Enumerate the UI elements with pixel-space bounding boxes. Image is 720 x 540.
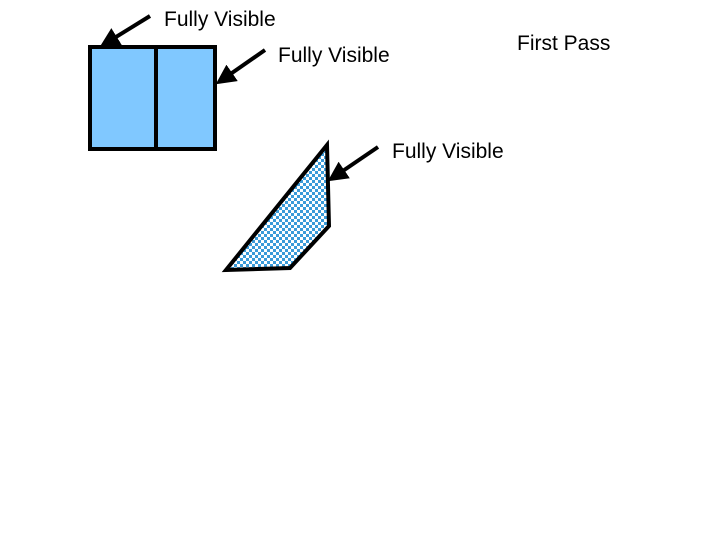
- arrow-3: [327, 145, 380, 182]
- arrow-2: [215, 48, 267, 85]
- first-pass-label: First Pass: [517, 32, 611, 55]
- fully-visible-label-3: Fully Visible: [392, 140, 504, 163]
- arrow-1: [99, 14, 152, 48]
- blue-rectangle: [88, 45, 217, 151]
- fully-visible-label-2: Fully Visible: [278, 44, 390, 67]
- checkered-polygon: [221, 139, 332, 273]
- fully-visible-label-1: Fully Visible: [164, 8, 276, 31]
